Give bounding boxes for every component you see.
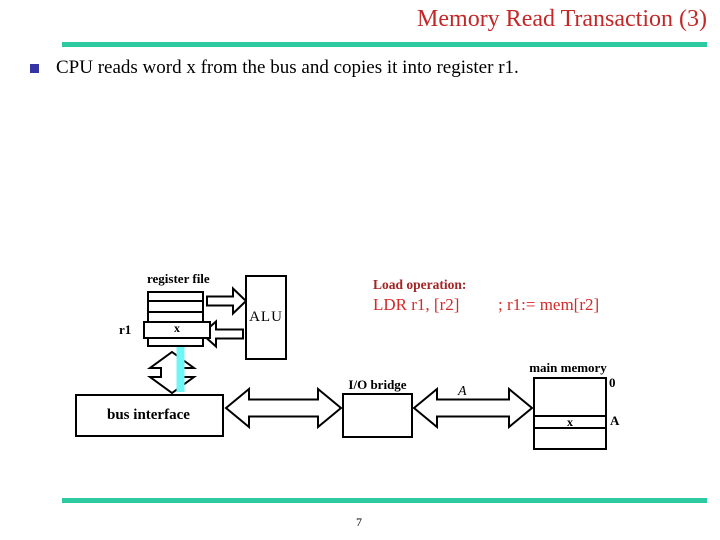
iobridge-memory-double-arrow-icon xyxy=(412,386,534,430)
main-memory-label: main memory xyxy=(529,360,607,375)
main-memory-box: x xyxy=(533,377,607,450)
load-operation-heading: Load operation: xyxy=(373,277,467,292)
memory-address-a-label: A xyxy=(610,413,620,428)
register-file-label: register file xyxy=(147,271,210,286)
regfile-to-alu-arrow-icon xyxy=(206,286,248,316)
register-row-divider xyxy=(149,300,202,302)
bullet-square-icon xyxy=(30,64,39,73)
register-r1-cell: x xyxy=(143,321,211,339)
slide-title: Memory Read Transaction (3) xyxy=(417,6,707,32)
register-r1-label: r1 xyxy=(119,322,132,337)
bus-interface-label: bus interface xyxy=(107,407,190,423)
bus-address-label: A xyxy=(458,384,467,399)
memory-row-divider xyxy=(535,415,605,417)
load-instruction-comment: ; r1:= mem[r2] xyxy=(498,295,600,314)
regfile-businterface-double-arrow-icon xyxy=(146,350,198,395)
top-divider-line xyxy=(62,42,707,47)
load-instruction: LDR r1, [r2] xyxy=(373,295,460,314)
alu-box: ALU xyxy=(245,275,287,360)
bus-interface-box: bus interface xyxy=(75,394,224,437)
memory-address-0-label: 0 xyxy=(609,375,616,390)
memory-row-divider xyxy=(535,427,605,429)
alu-label: ALU xyxy=(249,309,283,325)
io-bridge-box xyxy=(342,393,413,438)
bullet-text: CPU reads word x from the bus and copies… xyxy=(56,57,519,78)
io-bridge-label: I/O bridge xyxy=(348,377,407,392)
businterface-iobridge-double-arrow-icon xyxy=(224,386,343,430)
page-number: 7 xyxy=(356,515,362,529)
bottom-divider-line xyxy=(62,498,707,503)
memory-cell-x: x xyxy=(567,415,573,429)
register-row-divider xyxy=(149,311,202,313)
